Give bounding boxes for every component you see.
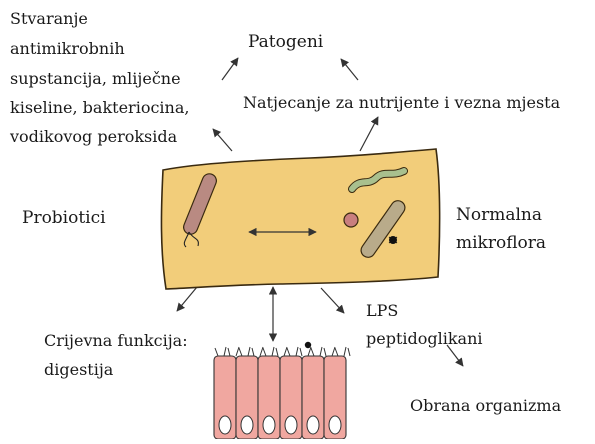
label-patogeni: Patogeni (248, 32, 324, 52)
label-stvaranje-line-4: kiseline, bakteriocina, (10, 98, 189, 117)
label-obrana-organizma: Obrana organizma (410, 396, 562, 415)
label-normalna-line-2: mikroflora (456, 233, 546, 253)
label-stvaranje-line-5: vodikovog peroksida (9, 127, 178, 146)
intestinal-epithelial-cells-icon (214, 342, 350, 439)
label-lps-line-1: LPS (366, 301, 398, 320)
label-stvaranje: Stvaranje antimikrobnih supstancija, mli… (9, 9, 189, 146)
label-normalna-line-1: Normalna (456, 205, 542, 225)
label-crijevna-line-1: Crijevna funkcija: (44, 331, 188, 350)
label-stvaranje-line-2: antimikrobnih (10, 39, 125, 58)
label-crijevna-funkcija: Crijevna funkcija: digestija (44, 331, 188, 379)
label-normalna-mikroflora: Normalna mikroflora (456, 205, 546, 253)
arrow-to-patogeni-right (341, 59, 358, 80)
arrow-to-crijevna (177, 287, 197, 311)
label-stvaranje-line-1: Stvaranje (10, 9, 88, 28)
label-lps-line-2: peptidoglikani (366, 329, 483, 348)
arrow-to-obrana (447, 345, 463, 366)
label-natjecanje: Natjecanje za nutrijente i vezna mjesta (243, 93, 561, 112)
label-lps-peptidoglikani: LPS peptidoglikani (366, 301, 483, 348)
arrow-to-patogeni-left (222, 58, 238, 80)
arrow-to-lps (321, 288, 344, 313)
label-stvaranje-line-3: supstancija, mliječne (10, 69, 181, 88)
label-crijevna-line-2: digestija (44, 360, 114, 379)
label-probiotici: Probiotici (22, 208, 106, 228)
arrow-to-natjecanje (360, 117, 378, 151)
arrow-to-stvaranje (213, 129, 232, 151)
coccus-bacterium-icon (344, 213, 358, 227)
